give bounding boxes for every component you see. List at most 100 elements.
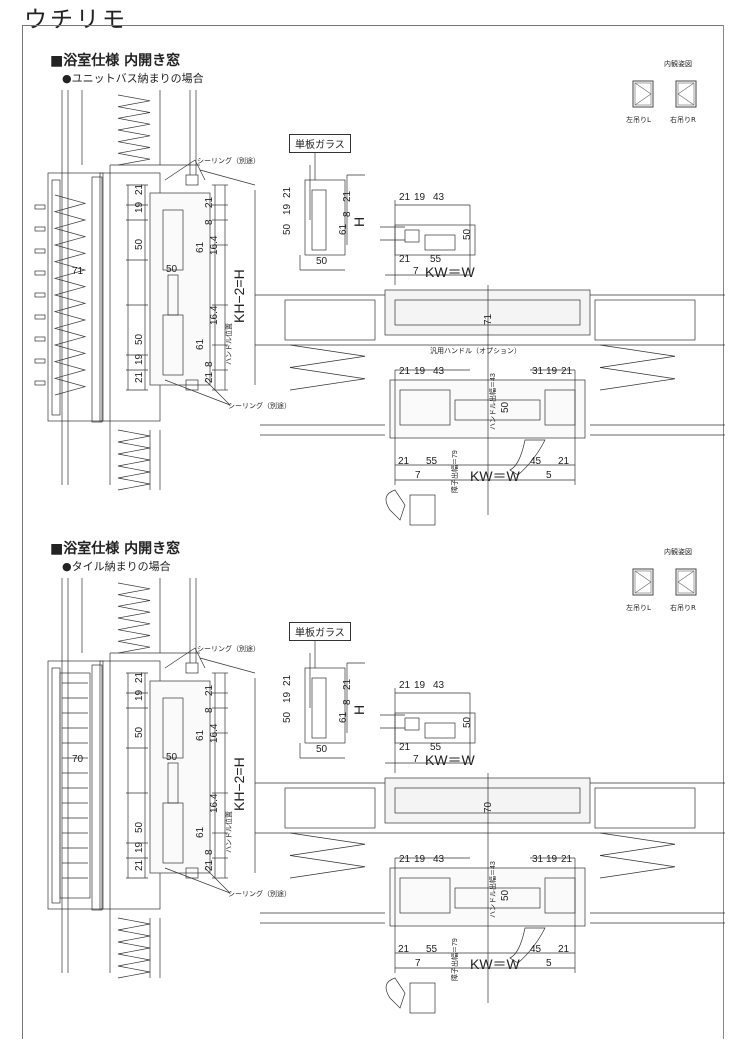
dimension-er-61b: 61 bbox=[195, 338, 206, 350]
leader bbox=[194, 159, 206, 181]
dimension-p-55: 55 bbox=[430, 742, 442, 753]
frame-rail bbox=[91, 664, 103, 911]
outer-frame bbox=[47, 660, 104, 910]
handle-lever bbox=[509, 927, 546, 964]
dimension-e-50: 50 bbox=[166, 264, 178, 275]
insulation-right bbox=[599, 832, 676, 879]
handle-profile bbox=[409, 982, 436, 1014]
sealing bbox=[185, 867, 199, 879]
insulation-bottom bbox=[117, 429, 151, 491]
louver bbox=[53, 194, 87, 396]
dimension-p-43: 43 bbox=[433, 680, 445, 691]
dimension-b-depth: 70 bbox=[483, 801, 494, 813]
dimension-b-21: 21 bbox=[399, 366, 411, 377]
dimension-p-21: 21 bbox=[399, 192, 411, 203]
glass-sash bbox=[311, 677, 327, 739]
dimension-e-depth: 71 bbox=[72, 266, 84, 277]
insulation-top bbox=[117, 582, 151, 654]
frame-rail bbox=[51, 667, 61, 904]
louver-frame bbox=[59, 672, 91, 899]
dimension-er-164b: 16.4 bbox=[209, 793, 220, 813]
dimension-p-21: 21 bbox=[399, 680, 411, 691]
dimension-b-kw: KW＝W bbox=[470, 468, 520, 484]
screw bbox=[34, 226, 46, 232]
dimension-p-19: 19 bbox=[414, 680, 426, 691]
left-hung-label: 左吊りL bbox=[626, 604, 651, 612]
dimension-g-h: H bbox=[351, 216, 367, 227]
screw bbox=[34, 336, 46, 342]
dimension-er-21b: 21 bbox=[204, 371, 215, 383]
dimension-er-8a: 8 bbox=[204, 219, 215, 225]
dimension-b-21r: 21 bbox=[561, 366, 573, 377]
wall-board bbox=[594, 787, 696, 829]
dimension-el-21b: 21 bbox=[134, 859, 145, 871]
dimension-b-5: 5 bbox=[546, 470, 552, 481]
dimension-b-21d: 21 bbox=[558, 456, 570, 467]
dimension-er-164b: 16.4 bbox=[209, 305, 220, 325]
dimension-e-handle-pos: ハンドル位置 bbox=[226, 323, 233, 365]
dimension-el-19a: 19 bbox=[134, 201, 145, 213]
dimension-p-7: 7 bbox=[413, 266, 419, 277]
screw bbox=[34, 380, 46, 386]
dimension-er-21a: 21 bbox=[204, 684, 215, 696]
right-hung-label: 右吊りR bbox=[670, 604, 696, 612]
leader bbox=[194, 647, 206, 669]
dimension-g-h: H bbox=[351, 704, 367, 715]
screw bbox=[34, 358, 46, 364]
dimension-b-31: 31 bbox=[532, 854, 544, 865]
dimension-b-21c: 21 bbox=[398, 456, 410, 467]
dimension-el-19a: 19 bbox=[134, 689, 145, 701]
dimension-b-50: 50 bbox=[500, 401, 511, 413]
dimension-b-21d: 21 bbox=[558, 944, 570, 955]
dimension-b-7: 7 bbox=[415, 470, 421, 481]
dimension-g-19: 19 bbox=[282, 691, 293, 703]
dimension-er-8b: 8 bbox=[204, 361, 215, 367]
dimension-el-50b: 50 bbox=[134, 333, 145, 345]
dimension-p-21b: 21 bbox=[399, 254, 411, 265]
dimension-b-19: 19 bbox=[414, 854, 426, 865]
sash-jamb bbox=[399, 389, 451, 426]
handle-lever-profile bbox=[385, 489, 406, 521]
dimension-p-21b: 21 bbox=[399, 742, 411, 753]
wall-board bbox=[284, 787, 376, 829]
dimension-b-45: 45 bbox=[530, 456, 542, 467]
insulation-bottom bbox=[117, 917, 151, 979]
screw bbox=[34, 270, 46, 276]
dimension-er-8b: 8 bbox=[204, 849, 215, 855]
dimension-el-50a: 50 bbox=[134, 726, 145, 738]
left-hung-window-icon bbox=[632, 80, 654, 108]
sealing-note-bottom: シーリング（別途） bbox=[228, 891, 291, 898]
glass bbox=[454, 887, 541, 909]
section-heading: ■浴室仕様 内開き窓 bbox=[50, 53, 181, 69]
dimension-b-55: 55 bbox=[426, 456, 438, 467]
dimension-b-31: 31 bbox=[532, 366, 544, 377]
dimension-er-21b: 21 bbox=[204, 859, 215, 871]
dimension-el-50a: 50 bbox=[134, 238, 145, 250]
frame-plan-inner bbox=[394, 299, 581, 326]
plan-jamb bbox=[404, 717, 420, 731]
dimension-g-61: 61 bbox=[338, 223, 349, 235]
dimension-b-19: 19 bbox=[414, 366, 426, 377]
leader bbox=[164, 867, 231, 894]
dimension-g-19: 19 bbox=[282, 203, 293, 215]
handle-profile bbox=[409, 494, 436, 526]
dimension-e-depth: 70 bbox=[72, 754, 84, 765]
glass-profile bbox=[304, 667, 346, 744]
sealing-note-top: シーリング（別途） bbox=[197, 158, 260, 165]
dimension-b-43: 43 bbox=[433, 854, 445, 865]
right-hung-label: 右吊りR bbox=[670, 116, 696, 124]
dimension-p-50: 50 bbox=[462, 228, 473, 240]
dimension-g-50w: 50 bbox=[316, 744, 328, 755]
dimension-g-21: 21 bbox=[282, 674, 293, 686]
sash-frame bbox=[149, 680, 211, 874]
sash-profile bbox=[162, 209, 184, 271]
dimension-g-21r: 21 bbox=[342, 678, 353, 690]
dimension-g-50: 50 bbox=[282, 711, 293, 723]
dimension-p-19: 19 bbox=[414, 192, 426, 203]
dimension-b-handle-w: ハンドル出幅＝43 bbox=[490, 861, 497, 918]
dimension-g-50w: 50 bbox=[316, 256, 328, 267]
sealing bbox=[185, 662, 199, 674]
sealing bbox=[185, 174, 199, 186]
frame-plan bbox=[384, 289, 591, 336]
glass bbox=[454, 399, 541, 421]
